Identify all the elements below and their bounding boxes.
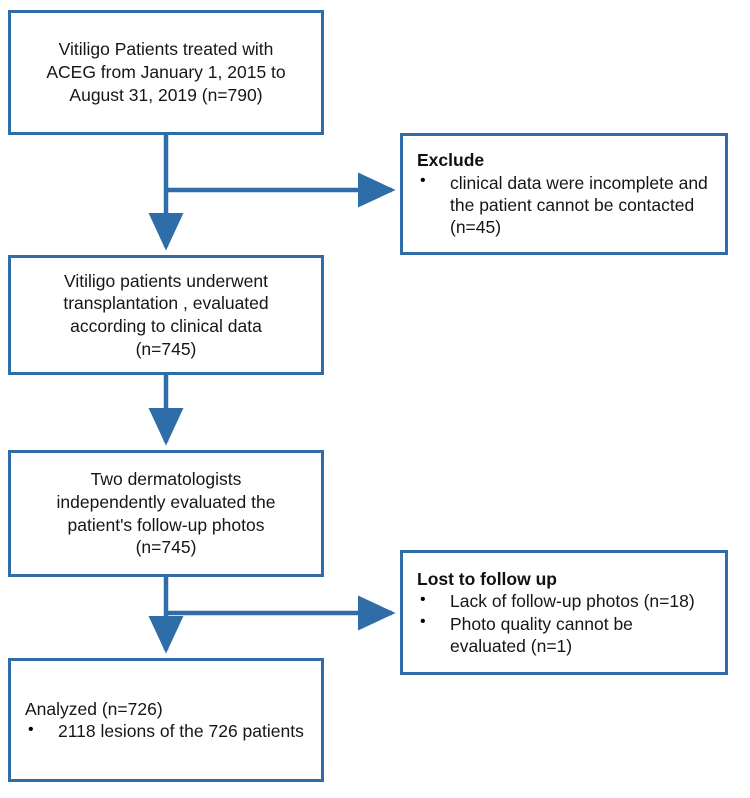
list-item: clinical data were incomplete and the pa…: [417, 171, 711, 239]
analyzed-heading: Analyzed (n=726): [25, 698, 163, 719]
list-item: Photo quality cannot be evaluated (n=1): [417, 612, 711, 658]
list-item: Lack of follow-up photos (n=18): [417, 590, 711, 612]
eligible-patients-box: Vitiligo patients underwent transplantat…: [8, 255, 324, 375]
analyzed-box: Analyzed (n=726) 2118 lesions of the 726…: [8, 658, 324, 782]
exclude-bullet-list: clinical data were incomplete and the pa…: [403, 171, 725, 239]
eligible-patients-text: Vitiligo patients underwent transplantat…: [63, 270, 269, 359]
lost-to-follow-up-bullet-list: Lack of follow-up photos (n=18) Photo qu…: [403, 590, 725, 657]
lost-to-follow-up-heading: Lost to follow up: [417, 568, 557, 589]
photo-review-text: Two dermatologists independently evaluat…: [56, 469, 276, 558]
source-population-box: Vitiligo Patients treated with ACEG from…: [8, 10, 324, 135]
lost-to-follow-up-box: Lost to follow up Lack of follow-up phot…: [400, 550, 728, 675]
analyzed-bullet-list: 2118 lesions of the 726 patients: [11, 719, 318, 742]
photo-review-box: Two dermatologists independently evaluat…: [8, 450, 324, 577]
source-population-text: Vitiligo Patients treated with ACEG from…: [46, 39, 286, 105]
exclude-box: Exclude clinical data were incomplete an…: [400, 133, 728, 255]
list-item: 2118 lesions of the 726 patients: [25, 719, 304, 742]
exclude-heading: Exclude: [417, 150, 485, 171]
